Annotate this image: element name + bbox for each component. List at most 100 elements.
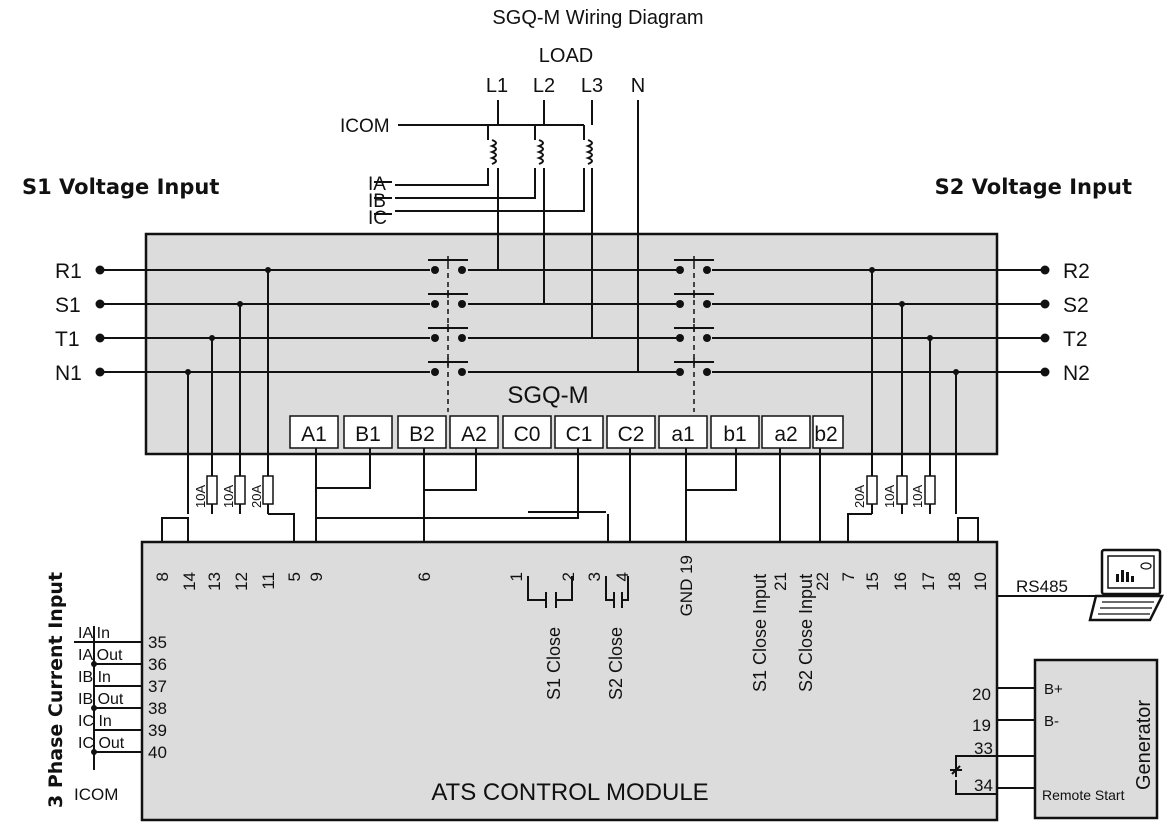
switch-terminal-a1: A1 — [301, 423, 327, 446]
current-row-ia-out: IA Out — [78, 647, 123, 664]
s2-wiring — [712, 265, 1050, 514]
module-terminal-11: 11 — [259, 572, 278, 590]
generator-pin-bplus: B+ — [1044, 681, 1063, 698]
current-row-ib-out: IB Out — [78, 691, 124, 708]
module-terminal-8: 8 — [153, 572, 172, 581]
signal-s2-close-input: S2 Close Input — [796, 574, 816, 692]
s1-line-t1: T1 — [55, 328, 80, 351]
current-num-35: 35 — [148, 633, 167, 652]
fuse-label-l3: 20A — [249, 485, 264, 508]
load-phase-l3: L3 — [581, 75, 603, 97]
current-input-wiring — [74, 626, 142, 770]
current-row-ic-out: IC Out — [78, 735, 125, 752]
gen-term-19: 19 — [972, 716, 991, 735]
switch-terminal-b1-low: b1 — [723, 423, 746, 446]
current-num-37: 37 — [148, 677, 167, 696]
s1-line-n1: N1 — [55, 362, 82, 385]
s1-contacts — [428, 256, 468, 412]
module-terminal-9: 9 — [307, 572, 326, 581]
generator-pin-bminus: B- — [1044, 713, 1059, 730]
current-num-36: 36 — [148, 655, 167, 674]
module-terminal-13: 13 — [205, 572, 224, 591]
module-terminal-18: 18 — [945, 572, 964, 591]
s2-line-r2: R2 — [1063, 260, 1090, 283]
generator-pin-remote: Remote Start — [1042, 787, 1125, 803]
switch-terminal-strip — [289, 415, 844, 449]
signal-s2-close: S2 Close — [606, 627, 626, 700]
ats-module-body — [140, 540, 999, 822]
load-phase-n: N — [631, 75, 645, 97]
load-label: LOAD — [539, 45, 593, 67]
laptop-icon — [1088, 548, 1165, 622]
current-num-38: 38 — [148, 699, 167, 718]
generator-wiring — [950, 687, 1035, 795]
current-num-40: 40 — [148, 743, 167, 762]
ct-label-ic: IC — [368, 208, 387, 229]
switch-terminal-b2: B2 — [409, 423, 435, 446]
switch-terminal-c2: C2 — [618, 423, 645, 446]
generator-name: Generator — [1133, 700, 1155, 790]
ats-module-name: ATS CONTROL MODULE — [431, 779, 708, 806]
s1-title: S1 Voltage Input — [22, 175, 219, 199]
module-terminal-6: 6 — [415, 572, 434, 581]
switch-terminal-a2: A2 — [461, 423, 487, 446]
ct-coils — [489, 139, 593, 165]
ct-label-ib: IB — [368, 191, 386, 212]
module-terminal-3: 3 — [585, 572, 604, 581]
current-row-ia-in: IA In — [78, 625, 110, 642]
module-terminal-gnd19: GND 19 — [677, 555, 696, 616]
module-terminal-numbers: 8 14 13 12 11 5 9 6 1 2 3 4 GND 19 21 22… — [153, 555, 990, 616]
s1-wiring — [95, 265, 430, 514]
s1-line-s1: S1 — [55, 294, 81, 317]
module-terminal-4: 4 — [613, 572, 632, 581]
icom-label: ICOM — [340, 116, 390, 137]
load-phase-l2: L2 — [533, 75, 555, 97]
s2-title: S2 Voltage Input — [935, 175, 1132, 199]
fuse-label-l1: 10A — [193, 485, 208, 508]
module-terminal-1: 1 — [507, 572, 526, 581]
fuses-right — [866, 475, 936, 505]
module-terminal-12: 12 — [232, 572, 251, 591]
s2-line-s2: S2 — [1063, 294, 1089, 317]
switch-terminal-a1-low: a1 — [671, 423, 694, 446]
control-wiring — [161, 448, 979, 542]
fuse-label-r3: 10A — [910, 485, 925, 508]
rs485-label: RS485 — [1016, 577, 1068, 596]
switch-terminal-a2-low: a2 — [774, 423, 797, 446]
close-circuits — [527, 576, 629, 608]
module-terminal-5: 5 — [285, 572, 304, 581]
ct-wiring — [374, 124, 585, 215]
switch-terminal-b1: B1 — [355, 423, 381, 446]
gen-term-33: 33 — [974, 739, 993, 758]
module-terminal-21: 21 — [771, 572, 790, 591]
module-terminal-22: 22 — [813, 572, 832, 591]
module-terminal-17: 17 — [919, 572, 938, 591]
generator-body — [1033, 658, 1159, 820]
module-icom-label: ICOM — [74, 785, 118, 804]
load-phase-l1: L1 — [486, 75, 508, 97]
module-terminal-14: 14 — [180, 572, 199, 591]
switch-terminal-b2-low: b2 — [814, 423, 837, 446]
current-input-title: 3 Phase Current Input — [45, 572, 67, 808]
s2-line-n2: N2 — [1063, 362, 1090, 385]
s2-line-t2: T2 — [1063, 328, 1088, 351]
module-terminal-2: 2 — [559, 572, 578, 581]
module-terminal-7: 7 — [839, 572, 858, 581]
fuses-left — [206, 475, 274, 505]
module-terminal-10: 10 — [971, 572, 990, 591]
s1-line-r1: R1 — [55, 260, 82, 283]
s2-contacts — [674, 256, 714, 412]
switch-terminal-c1: C1 — [566, 423, 593, 446]
ct-label-ia: IA — [368, 174, 386, 195]
signal-s1-close: S1 Close — [544, 627, 564, 700]
diagram-title: SGQ-M Wiring Diagram — [492, 7, 703, 29]
current-row-ib-in: IB In — [78, 669, 111, 686]
current-num-39: 39 — [148, 721, 167, 740]
signal-s1-close-input: S1 Close Input — [750, 574, 770, 692]
load-lines — [468, 100, 680, 373]
fuse-label-r2: 10A — [882, 485, 897, 508]
fuse-label-r1: 20A — [852, 485, 867, 508]
gen-term-20: 20 — [972, 685, 991, 704]
module-terminal-16: 16 — [891, 572, 910, 591]
